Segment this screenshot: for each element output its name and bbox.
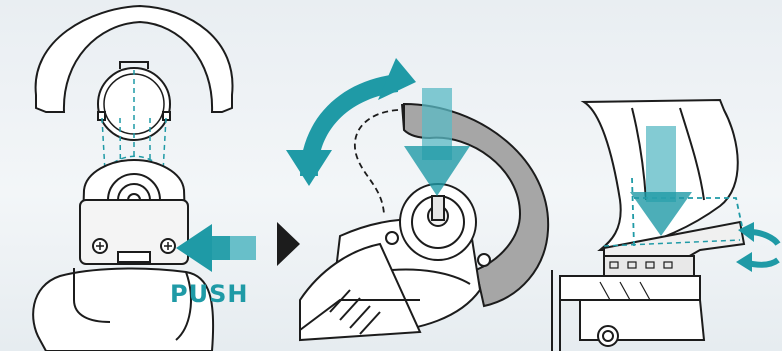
grinder-body-right xyxy=(551,220,746,351)
next-step-arrow-icon xyxy=(277,222,300,266)
panel-left: PUSH xyxy=(32,4,256,351)
grinder-head-middle xyxy=(299,183,491,342)
push-label: PUSH xyxy=(170,280,248,308)
down-arrow-icon-middle xyxy=(404,88,470,196)
push-arrow-icon xyxy=(176,224,256,272)
rotate-double-arrow-icon xyxy=(286,58,416,186)
guard-previous-position xyxy=(353,109,399,215)
grinder-head-left xyxy=(79,158,189,265)
down-arrow-icon xyxy=(630,126,692,236)
hand-left xyxy=(32,267,215,351)
panel-middle xyxy=(286,58,550,342)
wheel-guard-top xyxy=(34,4,234,141)
guard-outline-right xyxy=(631,177,743,247)
panel-right xyxy=(551,98,781,351)
